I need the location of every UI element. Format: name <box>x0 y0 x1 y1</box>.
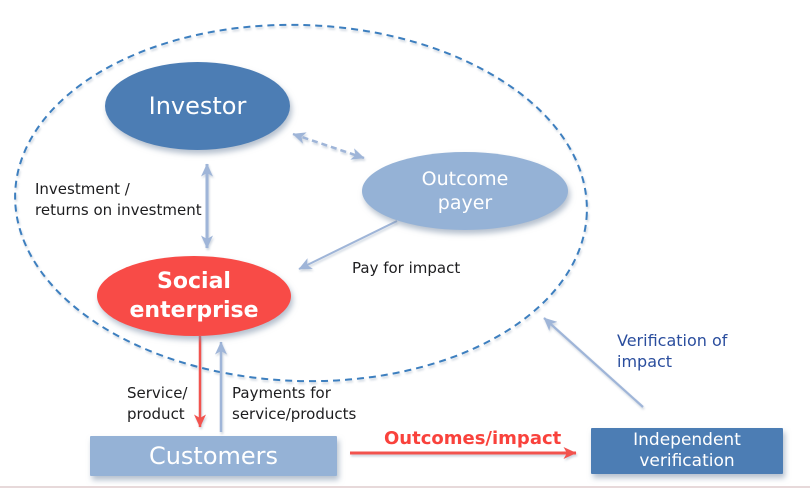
social-enterprise-label-line1: Social <box>157 269 231 294</box>
verification-of-impact-arrow <box>543 317 644 408</box>
bottom-divider <box>0 486 810 488</box>
outcome-payer-node: Outcome payer <box>362 152 568 230</box>
pay-for-impact-label: Pay for impact <box>352 259 461 277</box>
payments-label-line2: service/products <box>232 405 357 423</box>
service-product-label-line2: product <box>127 405 185 423</box>
verification-of-impact-label-line2: impact <box>617 352 673 371</box>
investment-returns-label-line2: returns on investment <box>35 201 202 219</box>
investor-outcome-payer-dashed-double-arrow <box>292 132 365 160</box>
social-enterprise-label-line2: enterprise <box>129 298 259 323</box>
service-product-label: Service/ product <box>127 383 188 425</box>
independent-verification-label-line2: verification <box>639 451 735 471</box>
investment-returns-label: Investment / returns on investment <box>35 179 202 221</box>
investment-returns-label-line1: Investment / <box>35 180 130 198</box>
investor-node: Investor <box>105 62 290 150</box>
customers-node: Customers <box>90 436 337 476</box>
outcome-payer-label-line2: payer <box>437 192 493 214</box>
service-product-label-line1: Service/ <box>127 384 188 402</box>
verification-of-impact-label: Verification of impact <box>617 330 727 372</box>
payments-label-line1: Payments for <box>232 384 331 402</box>
independent-verification-node: Independent verification <box>591 428 783 474</box>
outcomes-impact-label: Outcomes/impact <box>384 428 562 449</box>
payments-label: Payments for service/products <box>232 383 356 425</box>
customers-label: Customers <box>148 442 279 470</box>
pay-for-impact-arrow <box>298 220 398 270</box>
outcome-payer-label-line1: Outcome <box>421 168 509 190</box>
ecosystem-boundary-dashed-ellipse <box>14 23 588 383</box>
social-enterprise-node: Social enterprise <box>97 256 291 336</box>
verification-of-impact-label-line1: Verification of <box>617 331 728 350</box>
independent-verification-label-line1: Independent <box>633 430 741 450</box>
investor-label: Investor <box>148 92 247 120</box>
